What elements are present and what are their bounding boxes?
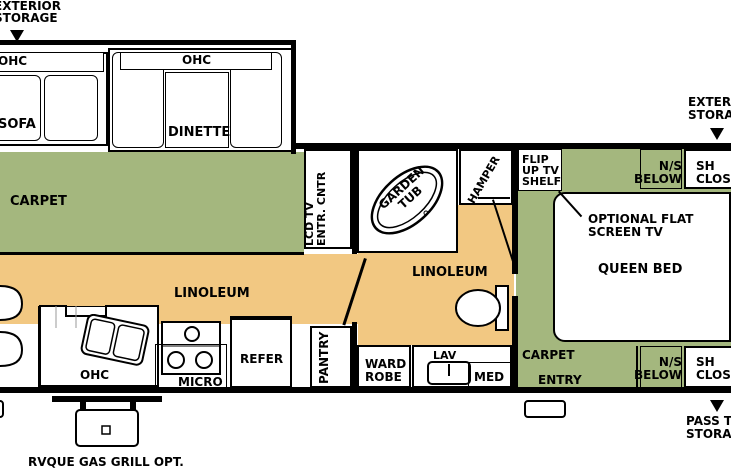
wardrobe (357, 345, 411, 388)
pantry (310, 326, 352, 388)
dinette-label: DINETTE (168, 125, 231, 140)
refrigerator (230, 318, 292, 388)
refer-label: REFER (240, 352, 284, 366)
ohc-sofa-label: OHC (0, 54, 28, 68)
dinette-table (165, 72, 229, 148)
carpet-living-floor (0, 152, 304, 254)
ohc-kitchen-label: OHC (80, 368, 110, 382)
hamper-shelf-line (478, 197, 510, 199)
living-kitchen-divider (0, 252, 304, 255)
shoe-closet-top (684, 149, 731, 189)
kitchen-sink (80, 314, 150, 366)
arrow-down-icon (10, 30, 24, 42)
sofa-overhead-cabinet (0, 52, 104, 72)
bath-lower-wall (352, 322, 357, 388)
nightstand-divider (636, 346, 638, 388)
flip-up-tv-shelf (518, 149, 562, 191)
top-wall (296, 143, 731, 149)
arrow-down-icon (710, 400, 724, 412)
lcd-tv-cabinet (304, 149, 352, 249)
bedroom-wall-upper (512, 149, 518, 274)
queen-bed (553, 192, 731, 342)
lav-label: LAV (433, 349, 457, 362)
sofa-cushion (44, 75, 98, 141)
queen-bed-label: QUEEN BED (598, 262, 683, 277)
cooktop (161, 321, 221, 375)
grill (52, 396, 162, 447)
sofa-label: SOFA (0, 117, 36, 132)
slide-right-wall (291, 40, 296, 154)
microwave-cabinet (155, 344, 227, 388)
micro-label: MICRO (178, 375, 223, 389)
dinette-overhead-cabinet (120, 52, 272, 70)
linoleum-bath-label: LINOLEUM (412, 265, 488, 280)
arrow-down-icon (710, 128, 724, 140)
carpet-bedroom-label: CARPET (522, 348, 575, 362)
carpet-label: CARPET (10, 194, 67, 209)
pantry-label: PANTRY (317, 331, 331, 384)
med-label: MED (474, 370, 505, 384)
lavatory-sink (427, 361, 471, 385)
garden-tub (370, 165, 444, 235)
wheel-well (524, 400, 566, 418)
bedroom-wall-lower (512, 296, 518, 388)
sofa-cushion (0, 75, 41, 141)
refrigerator-top-bar (230, 316, 292, 320)
wheel-well (0, 400, 4, 418)
shoe-closet-bottom (684, 346, 731, 388)
toilet (455, 285, 509, 331)
ns-below-cabinet-bottom (640, 346, 682, 388)
entry-label: ENTRY (538, 373, 582, 387)
bath-left-wall (352, 149, 357, 254)
hamper (459, 149, 513, 205)
grill-label: RVQUE GAS GRILL OPT. (28, 455, 184, 469)
bottom-wall (0, 387, 731, 393)
slide-top-wall (0, 40, 296, 45)
ohc-dinette-label: OHC (182, 53, 212, 67)
linoleum-kitchen-label: LINOLEUM (174, 286, 250, 301)
ns-below-cabinet-top (640, 149, 682, 189)
kitchen-chairs (0, 285, 24, 367)
medicine-cabinet (468, 362, 512, 388)
